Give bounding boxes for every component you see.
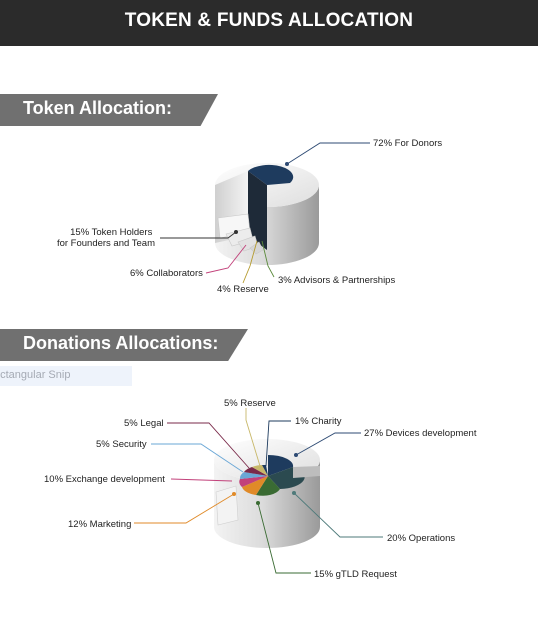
donations-label-operations: 20% Operations: [387, 533, 455, 544]
token-label-founders: 15% Token Holders for Founders and Team: [57, 227, 155, 249]
donations-label-marketing: 12% Marketing: [68, 519, 131, 530]
leader-marketing: [134, 493, 235, 524]
leader-donors: [286, 142, 370, 165]
donations-slice-charity: [262, 465, 268, 476]
dot-operations: [292, 491, 296, 495]
donations-slice-security: [239, 472, 268, 479]
token-allocation-banner: Token Allocation:: [0, 94, 218, 126]
leader-operations: [293, 492, 383, 538]
dot-founders: [234, 230, 238, 234]
donations-label-legal: 5% Legal: [124, 418, 164, 429]
token-allocation-heading: Token Allocation:: [23, 98, 173, 118]
header-bar: TOKEN & FUNDS ALLOCATION: [0, 0, 538, 46]
token-dots: [234, 162, 289, 234]
leader-charity: [265, 420, 291, 467]
donations-allocation-heading: Donations Allocations:: [23, 333, 219, 353]
rectangular-snip-overlay: ectangular Snip: [0, 366, 132, 386]
leader-reserve-d: [245, 408, 261, 467]
donations-leaders: [134, 408, 383, 574]
page-title: TOKEN & FUNDS ALLOCATION: [124, 10, 414, 31]
donations-label-security: 5% Security: [96, 439, 147, 450]
donations-dots: [232, 453, 298, 505]
token-leaders: [160, 142, 370, 284]
leader-gtld: [257, 502, 311, 574]
donations-slice-reserve: [252, 465, 268, 476]
token-cutout-inner: [248, 171, 267, 250]
donations-label-gtld: 15% gTLD Request: [314, 569, 397, 580]
leader-devices: [295, 432, 361, 456]
token-label-donors: 72% For Donors: [373, 138, 442, 149]
donations-allocation-banner: Donations Allocations:: [0, 329, 248, 361]
donations-cut-wall: [215, 485, 239, 526]
leader-collaborators: [205, 244, 247, 274]
snip-label: ectangular Snip: [0, 369, 71, 381]
token-label-collaborators: 6% Collaborators: [130, 268, 203, 279]
leader-legal: [167, 422, 250, 469]
donations-slice-devices: [268, 454, 294, 476]
donations-cut-wall-2: [293, 466, 320, 478]
donations-slice-legal: [244, 467, 268, 476]
token-label-founders-line2: for Founders and Team: [57, 238, 155, 249]
donations-label-charity: 1% Charity: [295, 416, 342, 427]
leader-exchange: [170, 478, 233, 482]
donations-slice-exchange: [239, 476, 268, 487]
dot-devices: [294, 453, 298, 457]
leader-security: [151, 443, 244, 473]
token-slice-donors: [248, 164, 294, 185]
leader-reserve: [242, 240, 258, 284]
leader-advisors: [261, 240, 275, 278]
donations-slice-gtld: [256, 476, 280, 496]
token-pie: [215, 163, 319, 265]
dot-marketing: [232, 492, 236, 496]
dot-gtld: [256, 501, 260, 505]
token-label-founders-line1: 15% Token Holders: [70, 227, 152, 238]
dot-donors: [285, 162, 289, 166]
leader-founders: [160, 231, 237, 239]
donations-label-devices: 27% Devices development: [364, 428, 477, 439]
token-label-advisors: 3% Advisors & Partnerships: [278, 275, 395, 286]
donations-label-reserve: 5% Reserve: [224, 398, 276, 409]
donations-label-exchange: 10% Exchange development: [44, 474, 165, 485]
donations-slice-marketing: [242, 476, 268, 495]
token-label-reserve: 4% Reserve: [217, 284, 269, 295]
